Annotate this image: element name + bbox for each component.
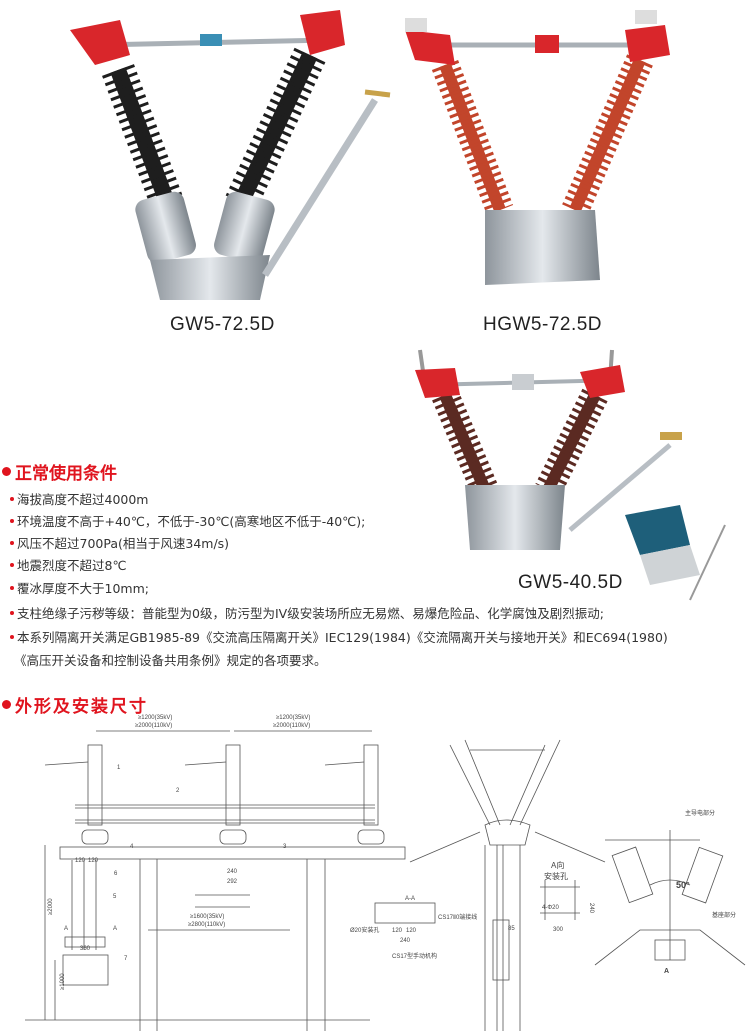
front-view-drawing bbox=[25, 730, 406, 1031]
part-number: 5 bbox=[113, 894, 117, 900]
product-model-label: GW5-72.5D bbox=[170, 314, 275, 335]
callout-label: 主导电部分 bbox=[685, 809, 715, 817]
dim-label: ≥1200(35kV) bbox=[138, 715, 172, 721]
condition-item: 地震烈度不超过8℃ bbox=[10, 555, 127, 574]
dim-label: ≥2800(110kV) bbox=[188, 922, 225, 928]
section-marker: A bbox=[113, 926, 117, 932]
part-number: 1 bbox=[117, 765, 121, 771]
condition-text: 支柱绝缘子污秽等级：普能型为0级，防污型为IV级安装场所应无易燃、易爆危险品、化… bbox=[17, 606, 604, 621]
callout-label: 基座部分 bbox=[712, 911, 736, 919]
dim-label: 120 bbox=[88, 858, 99, 864]
dimensions-title: 外形及安装尺寸 bbox=[15, 697, 148, 717]
part-number: 6 bbox=[114, 871, 118, 877]
part-number: 4 bbox=[130, 844, 134, 850]
dim-label: 120 bbox=[406, 928, 417, 934]
dim-label: 292 bbox=[227, 879, 238, 885]
dim-label: 240 bbox=[588, 903, 594, 914]
condition-text: 环境温度不高于+40℃，不低于-30℃(高寒地区不低于-40℃); bbox=[17, 514, 366, 529]
product-model-label: HGW5-72.5D bbox=[483, 314, 603, 335]
dim-label: 120 bbox=[75, 858, 86, 864]
gw5-40-5d-photo bbox=[415, 349, 726, 601]
manual-mechanism-box bbox=[625, 505, 726, 601]
dim-label: 85 bbox=[508, 926, 515, 932]
dim-label: 240 bbox=[400, 938, 411, 944]
condition-text: 地震烈度不超过8℃ bbox=[17, 558, 127, 573]
dim-label: ≥2000(110kV) bbox=[273, 723, 310, 729]
dim-label: ≥1600(35kV) bbox=[190, 914, 224, 920]
dim-label: 120 bbox=[392, 928, 403, 934]
dim-label: 300 bbox=[553, 927, 564, 933]
dim-label: 240 bbox=[227, 869, 238, 875]
gw5-72-5d-photo bbox=[70, 10, 391, 300]
product-model-label: GW5-40.5D bbox=[518, 572, 623, 593]
condition-text: 海拔高度不超过4000m bbox=[17, 492, 149, 507]
section-marker: A bbox=[64, 926, 68, 932]
view-marker: A bbox=[664, 968, 669, 975]
dim-label: ≥1200(35kV) bbox=[276, 715, 310, 721]
part-number: 2 bbox=[176, 788, 180, 794]
dim-label: ≥2000(110kV) bbox=[135, 723, 172, 729]
dim-label: Ø20安装孔 bbox=[350, 926, 379, 934]
bullet-icon bbox=[10, 496, 14, 501]
dim-label: 4-Φ20 bbox=[542, 905, 559, 911]
bullet-icon bbox=[10, 634, 14, 639]
dim-label: ≥2000 bbox=[48, 898, 54, 915]
dimensions-heading: 外形及安装尺寸 bbox=[2, 692, 148, 717]
condition-item: 环境温度不高于+40℃，不低于-30℃(高寒地区不低于-40℃); bbox=[10, 511, 365, 530]
condition-text: 本系列隔离开关满足GB1985-89《交流高压隔离开关》IEC129(1984)… bbox=[17, 630, 668, 645]
part-number: 7 bbox=[124, 956, 128, 962]
bullet-icon bbox=[2, 700, 11, 709]
dim-label: A向 bbox=[551, 860, 564, 870]
dim-label: A-A bbox=[405, 896, 415, 902]
bullet-icon bbox=[10, 518, 14, 523]
dim-label: 安装孔 bbox=[544, 871, 568, 881]
bullet-icon bbox=[10, 610, 14, 615]
hgw5-72-5d-photo bbox=[405, 10, 670, 285]
bullet-icon bbox=[10, 562, 14, 567]
dim-label: 360 bbox=[80, 946, 91, 952]
condition-item: 海拔高度不超过4000m bbox=[10, 489, 149, 508]
condition-item: 支柱绝缘子污秽等级：普能型为0级，防污型为IV级安装场所应无易燃、易爆危险品、化… bbox=[10, 603, 604, 622]
condition-continuation: 《高压开关设备和控制设备共用条例》规定的各项要求。 bbox=[14, 653, 327, 668]
angle-label: 50° bbox=[676, 880, 690, 890]
conditions-title: 正常使用条件 bbox=[15, 464, 117, 484]
condition-item: 风压不超过700Pa(相当于风速34m/s) bbox=[10, 533, 229, 552]
bullet-icon bbox=[2, 467, 11, 476]
dim-label: ≥1000 bbox=[60, 973, 66, 990]
bullet-icon bbox=[10, 585, 14, 590]
bullet-icon bbox=[10, 540, 14, 545]
condition-item: 覆冰厚度不大于10mm; bbox=[10, 578, 149, 597]
conditions-heading: 正常使用条件 bbox=[2, 459, 117, 484]
top-view-drawing bbox=[594, 830, 746, 966]
part-number: 3 bbox=[283, 844, 287, 850]
condition-item: 本系列隔离开关满足GB1985-89《交流高压隔离开关》IEC129(1984)… bbox=[10, 627, 668, 646]
dim-label: CS17型手动机构 bbox=[392, 952, 437, 960]
condition-text: 风压不超过700Pa(相当于风速34m/s) bbox=[17, 536, 230, 551]
condition-text: 覆冰厚度不大于10mm; bbox=[17, 581, 149, 596]
dim-label: CS17Ⅱ0端接线 bbox=[438, 913, 477, 921]
side-view-drawing bbox=[374, 739, 606, 1031]
